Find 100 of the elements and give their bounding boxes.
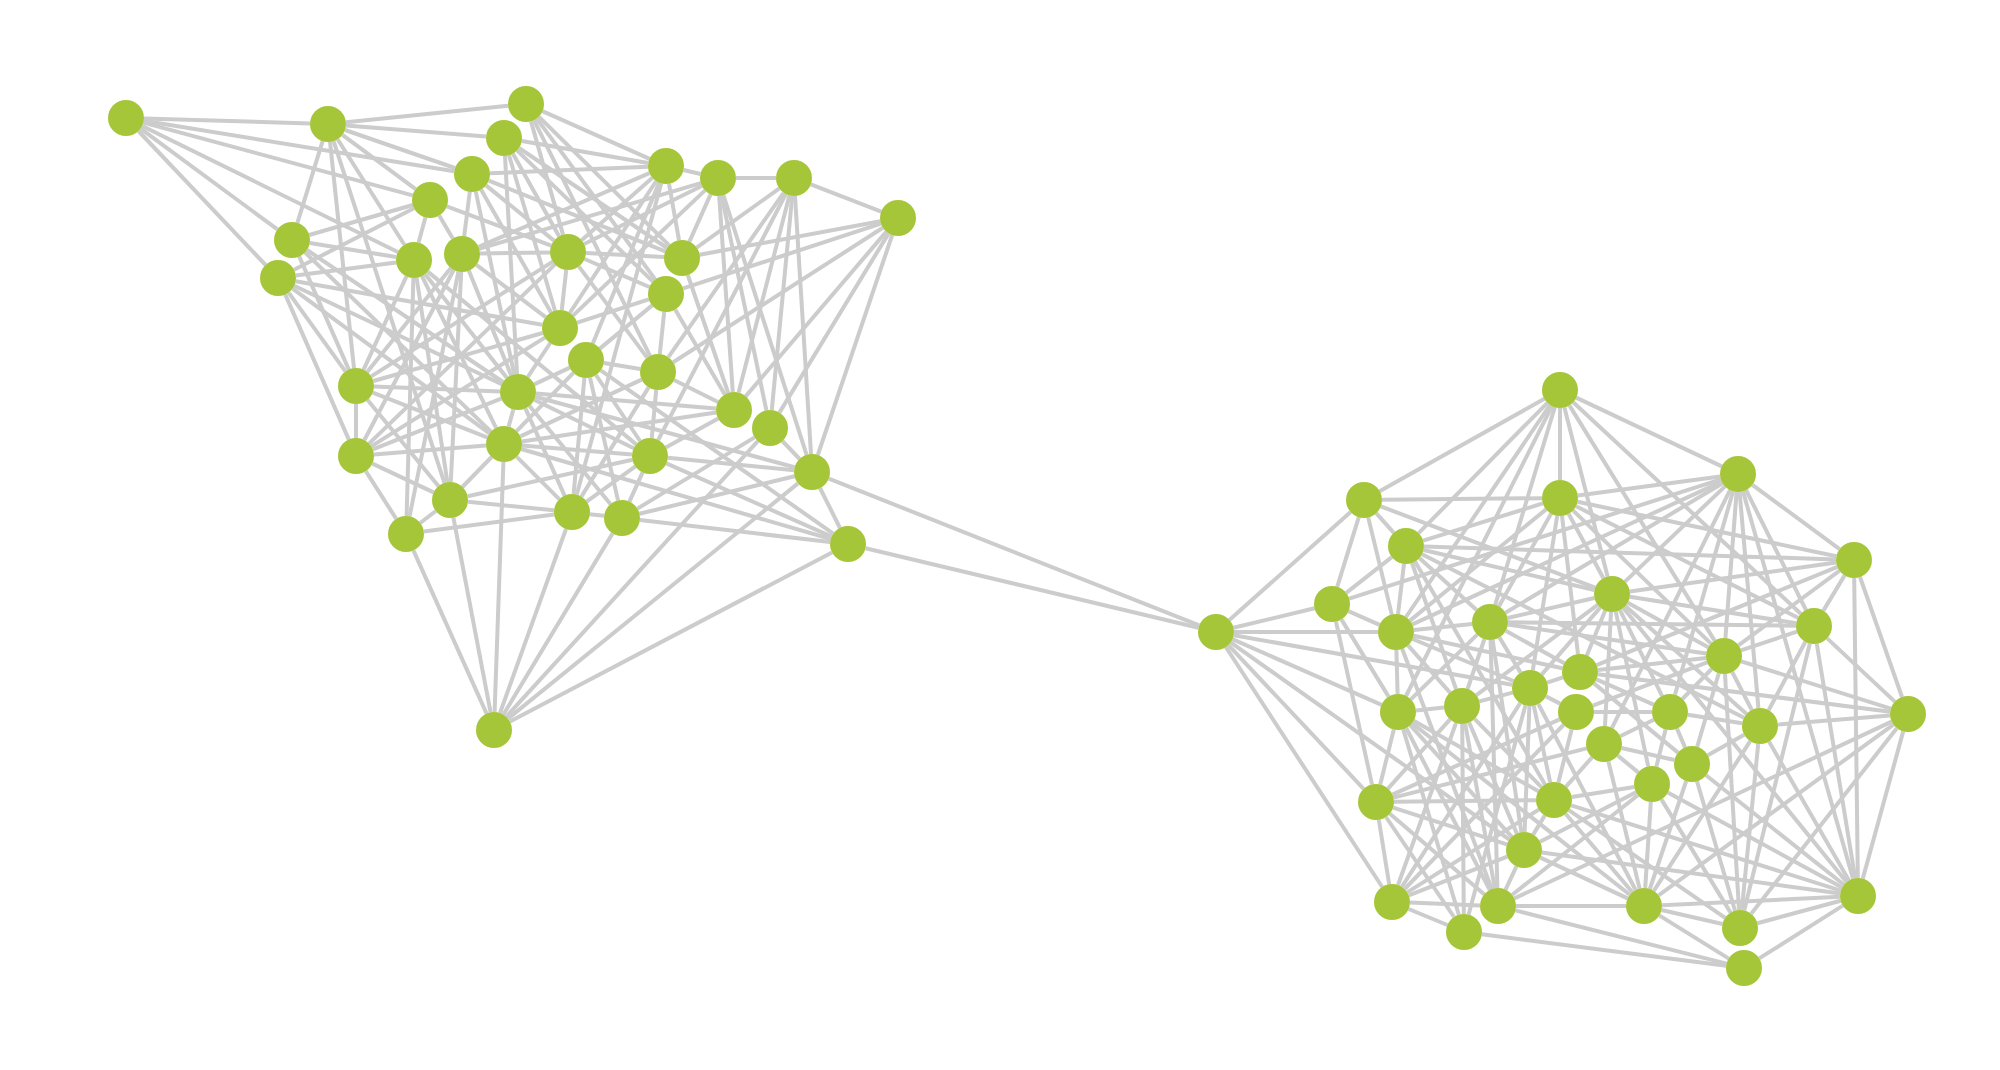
node-circle — [1542, 480, 1578, 516]
connector-line — [1376, 819, 1392, 885]
connector-line — [1507, 622, 1707, 656]
connector-line — [1475, 603, 1599, 697]
connector-line — [1504, 481, 1724, 615]
node-circle — [1706, 638, 1742, 674]
connector-line — [283, 293, 351, 441]
connector-line — [777, 232, 891, 414]
connector-line — [488, 178, 666, 254]
connector-line — [1675, 727, 1687, 749]
node-circle — [776, 160, 812, 196]
connector-line — [1603, 611, 1613, 727]
connector-line — [568, 179, 658, 315]
node-circle — [1446, 914, 1482, 950]
connector-line — [1406, 644, 1452, 694]
connector-line — [1423, 544, 1837, 562]
connector-line — [1507, 596, 1595, 620]
connector-line — [1723, 491, 1739, 639]
connector-line — [1616, 754, 1640, 774]
connector-line — [699, 219, 881, 257]
connector-line — [1504, 629, 1566, 665]
connector-line — [365, 266, 453, 374]
connector-line — [533, 398, 635, 450]
connector-line — [141, 124, 399, 254]
connector-line — [1749, 726, 1899, 916]
node-circle — [1558, 694, 1594, 730]
connector-line — [865, 546, 1199, 630]
connector-line — [448, 271, 464, 483]
connector-line — [1741, 490, 1855, 880]
node-circle — [274, 222, 310, 258]
connector-line — [1766, 640, 1808, 712]
connector-line — [462, 191, 472, 237]
connector-line — [372, 331, 544, 383]
connector-line — [1335, 516, 1361, 588]
connector-line — [533, 365, 571, 387]
connector-line — [1497, 636, 1523, 674]
connector-line — [1388, 812, 1486, 896]
connector-line — [373, 384, 501, 394]
node-circle — [632, 438, 668, 474]
node-circle — [412, 182, 448, 218]
node-circle — [1840, 878, 1876, 914]
connector-line — [667, 455, 795, 473]
connector-line — [303, 250, 493, 434]
connector-line — [507, 154, 557, 312]
node-circle — [830, 526, 866, 562]
connector-line — [1821, 574, 1847, 612]
connector-line — [1742, 642, 1812, 912]
connector-line — [411, 549, 489, 715]
connector-line — [1394, 649, 1400, 695]
node-circle — [1198, 614, 1234, 650]
node-circle — [1542, 372, 1578, 408]
connector-line — [354, 404, 358, 438]
connector-line — [1413, 622, 1473, 632]
connector-line — [1536, 703, 1638, 891]
connector-line — [673, 378, 719, 404]
connector-line — [744, 230, 888, 398]
connector-line — [664, 416, 720, 450]
connector-line — [1730, 671, 1754, 711]
node-circle — [604, 500, 640, 536]
node-circle — [1742, 708, 1778, 744]
connector-line — [293, 206, 415, 272]
connector-line — [1825, 636, 1897, 704]
connector-line — [370, 259, 554, 379]
connector-line — [594, 373, 642, 443]
node-circle — [752, 410, 788, 446]
connector-line — [527, 404, 613, 506]
connector-line — [1654, 728, 1668, 768]
connector-line — [1744, 489, 1808, 611]
connector-line — [1493, 406, 1557, 606]
connector-line — [371, 461, 435, 495]
connector-line — [309, 241, 397, 259]
connector-line — [574, 182, 664, 496]
connector-line — [1624, 604, 1748, 716]
connector-line — [1421, 552, 1745, 720]
connector-line — [515, 455, 561, 501]
connector-line — [467, 499, 555, 513]
connector-line — [305, 248, 505, 384]
connector-line — [1577, 499, 1837, 559]
connector-line — [656, 193, 788, 441]
connector-line — [362, 269, 456, 441]
connector-line — [1488, 639, 1500, 889]
connector-line — [523, 407, 567, 497]
connector-line — [683, 168, 701, 176]
connector-line — [585, 251, 665, 259]
connector-line — [1347, 609, 1381, 627]
node-circle — [1890, 696, 1926, 732]
connector-line — [506, 408, 516, 428]
connector-line — [529, 120, 565, 236]
connector-line — [345, 103, 509, 125]
connector-line — [335, 138, 407, 246]
connector-line — [1623, 484, 1727, 584]
connector-line — [1539, 855, 1629, 901]
connector-line — [1366, 516, 1394, 616]
connector-line — [1516, 904, 1626, 908]
connector-line — [1661, 894, 1841, 908]
connector-line — [1571, 400, 1803, 616]
connector-line — [373, 443, 487, 457]
connector-line — [1562, 406, 1610, 578]
connector-line — [466, 269, 514, 377]
connector-line — [1465, 638, 1487, 690]
